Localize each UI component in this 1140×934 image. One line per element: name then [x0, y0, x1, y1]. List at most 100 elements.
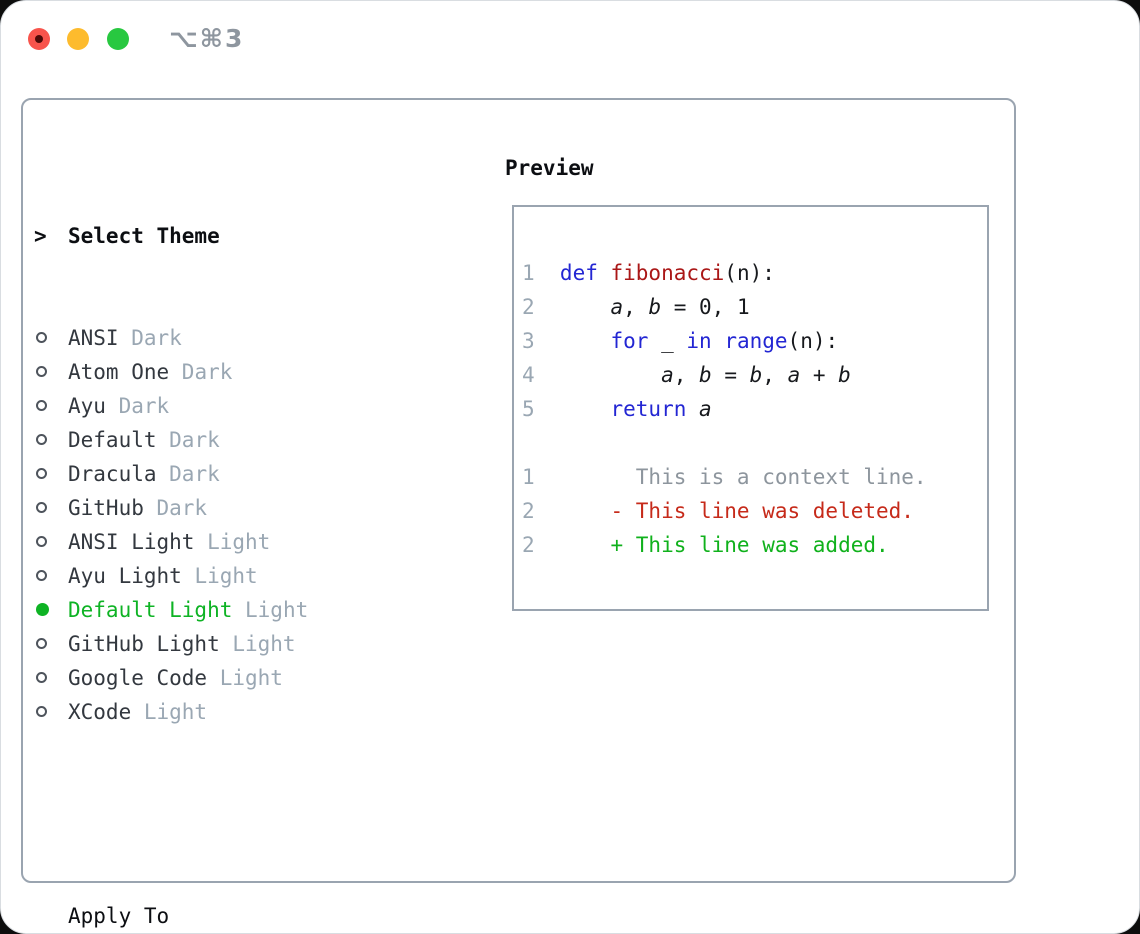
radio-icon — [34, 423, 68, 457]
theme-variant: Light — [219, 632, 296, 656]
code-line: 2 + This line was added. — [522, 528, 977, 562]
code-token-add: + This line was added. — [559, 533, 889, 557]
radio-circle — [36, 603, 49, 616]
code-line: 1 This is a context line. — [522, 460, 977, 494]
theme-name: ANSI Light — [68, 530, 195, 554]
radio-circle — [36, 332, 47, 343]
theme-item[interactable]: Google Code Light — [34, 661, 474, 695]
close-icon[interactable] — [28, 28, 50, 50]
theme-variant: Light — [232, 598, 309, 622]
apply-to-marker-slot — [34, 899, 68, 933]
theme-item[interactable]: Dracula Dark — [34, 457, 474, 491]
code-line: 3 for _ in range(n): — [522, 324, 977, 358]
radio-circle — [36, 672, 47, 683]
code-token-pl: , — [623, 295, 649, 319]
radio-icon — [34, 355, 68, 389]
code-token-pl — [560, 363, 661, 387]
theme-item[interactable]: Default Dark — [34, 423, 474, 457]
minimize-icon[interactable] — [67, 28, 89, 50]
line-number: 2 — [522, 533, 535, 557]
theme-item-label: Default Dark — [68, 423, 220, 457]
theme-item[interactable]: ANSI Dark — [34, 321, 474, 355]
theme-variant: Dark — [169, 360, 233, 384]
code-token-pl: = 0, 1 — [661, 295, 750, 319]
code-token-pl: , — [673, 363, 700, 387]
line-number: 1 — [522, 465, 535, 489]
code-token-var: a — [699, 397, 712, 421]
theme-name: Default Light — [68, 598, 233, 622]
radio-circle — [36, 468, 47, 479]
theme-name: Dracula — [68, 462, 157, 486]
code-token-pl: + — [800, 363, 839, 387]
theme-item-label: ANSI Dark — [68, 321, 182, 355]
radio-selected-icon — [34, 593, 68, 627]
code-line: 5 return a — [522, 392, 977, 426]
theme-variant: Light — [131, 700, 208, 724]
theme-item[interactable]: Ayu Dark — [34, 389, 474, 423]
radio-circle — [36, 434, 47, 445]
code-token-kw: in — [686, 329, 712, 353]
code-line — [522, 426, 977, 460]
zoom-icon[interactable] — [107, 28, 129, 50]
spacer — [34, 797, 474, 831]
window-title: ⌥⌘3 — [169, 24, 245, 53]
code-token-pl — [712, 329, 725, 353]
theme-item[interactable]: Atom One Dark — [34, 355, 474, 389]
theme-item-label: ANSI Light Light — [68, 525, 270, 559]
theme-item[interactable]: ANSI Light Light — [34, 525, 474, 559]
code-token-fn: fibonacci — [610, 261, 725, 285]
theme-name: Ayu Light — [68, 564, 182, 588]
code-token-kw: return — [610, 397, 687, 421]
theme-name: ANSI — [68, 326, 119, 350]
code-token-var: a — [610, 295, 624, 319]
line-number: 2 — [522, 499, 535, 523]
code-token-pl: (n): — [724, 261, 775, 285]
select-theme-heading: > Select Theme — [34, 219, 474, 253]
code-token-kw: def — [559, 261, 611, 285]
radio-icon — [34, 321, 68, 355]
radio-circle — [36, 400, 47, 411]
radio-circle — [36, 366, 47, 377]
theme-item-label: Ayu Dark — [68, 389, 169, 423]
code-token-var: b — [699, 363, 712, 387]
code-token-kw: for — [610, 329, 649, 353]
theme-item[interactable]: Ayu Light Light — [34, 559, 474, 593]
theme-item[interactable]: Default Light Light — [34, 593, 474, 627]
code-line: 2 - This line was deleted. — [522, 494, 977, 528]
theme-name: GitHub Light — [68, 632, 220, 656]
radio-icon — [34, 389, 68, 423]
radio-icon — [34, 491, 68, 525]
code-token-var: b — [838, 363, 851, 387]
code-token-pl — [686, 397, 699, 421]
code-line: 2 a, b = 0, 1 — [522, 290, 977, 324]
code-token-pl — [560, 329, 611, 353]
theme-variant: Dark — [118, 326, 182, 350]
code-token-pl: = — [711, 363, 750, 387]
theme-variant: Dark — [105, 394, 170, 418]
select-theme-heading-label: Select Theme — [68, 224, 220, 248]
code-token-var: a — [787, 363, 801, 387]
theme-item-label: Dracula Dark — [68, 457, 220, 491]
theme-item[interactable]: GitHub Light Light — [34, 627, 474, 661]
theme-variant: Dark — [156, 428, 220, 452]
line-number: 5 — [522, 397, 535, 421]
code-token-pl — [560, 295, 611, 319]
theme-variant: Dark — [143, 496, 208, 520]
code-line: 4 a, b = b, a + b — [522, 358, 977, 392]
theme-name: Default — [68, 428, 157, 452]
line-number: 4 — [522, 363, 535, 387]
code-token-var: b — [648, 295, 662, 319]
theme-item[interactable]: GitHub Dark — [34, 491, 474, 525]
radio-icon — [34, 559, 68, 593]
theme-variant: Dark — [156, 462, 220, 486]
code-token-var: a — [661, 363, 674, 387]
theme-item[interactable]: XCode Light — [34, 695, 474, 729]
theme-item-label: Google Code Light — [68, 661, 283, 695]
radio-circle — [36, 706, 47, 717]
code-token-pl: , — [762, 363, 788, 387]
line-number: 2 — [522, 295, 535, 319]
